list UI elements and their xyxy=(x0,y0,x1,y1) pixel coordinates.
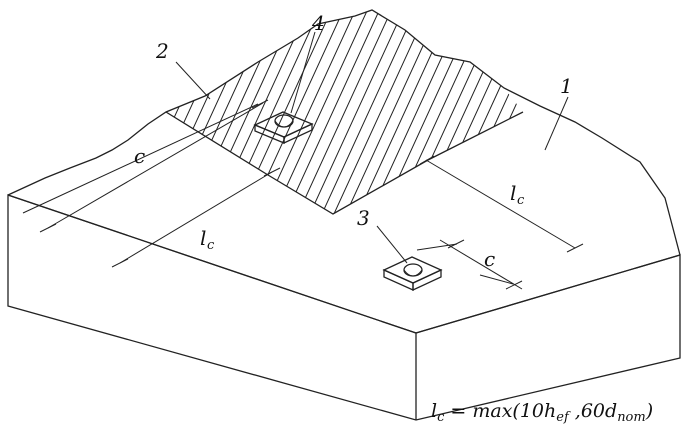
dim-lc-right: l c xyxy=(510,181,525,208)
hatch-line xyxy=(369,10,481,214)
hatch-line xyxy=(166,10,181,214)
formula-close: ) xyxy=(645,400,653,422)
hatch-line xyxy=(273,10,385,214)
hatch-line xyxy=(405,10,517,214)
formula: lc = max(10hef ,60dnom) xyxy=(431,400,653,425)
hatch-line xyxy=(189,10,301,214)
hatch-line xyxy=(166,10,193,214)
formula-nom: nom xyxy=(617,410,646,425)
hatch-line xyxy=(166,10,253,214)
hatch-line xyxy=(225,10,337,214)
hatch-line xyxy=(46,0,156,240)
hatch-line xyxy=(166,10,277,214)
hatch-line xyxy=(166,10,205,214)
label-4: 4 xyxy=(311,11,325,35)
hatch-line xyxy=(441,10,523,214)
dim-c-right: c xyxy=(484,247,495,271)
formula-equals: = max(10h xyxy=(444,400,556,422)
hatch-line xyxy=(166,10,217,214)
hatch-line xyxy=(381,10,493,214)
dim-lc-left-sub: c xyxy=(207,238,215,253)
hatch-line xyxy=(309,10,421,214)
formula-ef: ef xyxy=(556,410,571,425)
hatch-line xyxy=(345,10,457,214)
dim-c-left: c xyxy=(134,144,145,168)
anchor-plate-lower xyxy=(382,256,443,292)
hatch-line xyxy=(166,10,229,214)
formula-lhs-sub: c xyxy=(437,410,445,425)
dim-lc-left-main: l xyxy=(200,226,206,250)
label-2: 2 xyxy=(155,39,169,63)
formula-lhs: l xyxy=(431,400,437,422)
concrete-slab xyxy=(7,9,681,421)
dim-lc-right-sub: c xyxy=(517,193,525,208)
formula-text: lc = max(10hef ,60dnom) xyxy=(431,400,653,425)
dim-lc-right-main: l xyxy=(510,181,516,205)
leader-lines xyxy=(175,31,569,264)
hatch-line xyxy=(166,10,169,214)
hatch-line xyxy=(213,10,325,214)
hatch-line xyxy=(166,10,265,214)
anchor-plate-upper xyxy=(253,111,314,145)
label-3: 3 xyxy=(357,206,370,230)
label-1: 1 xyxy=(560,74,573,98)
hatch-line xyxy=(297,10,409,214)
hatch-line xyxy=(393,10,505,214)
hatch-line xyxy=(453,10,523,214)
formula-mid: ,60d xyxy=(569,400,617,422)
hatch-line xyxy=(321,10,433,214)
hatch-line xyxy=(22,0,132,240)
hatch-line xyxy=(10,0,120,240)
dim-lc-left: l c xyxy=(200,226,215,253)
dimension-lines xyxy=(22,99,584,290)
